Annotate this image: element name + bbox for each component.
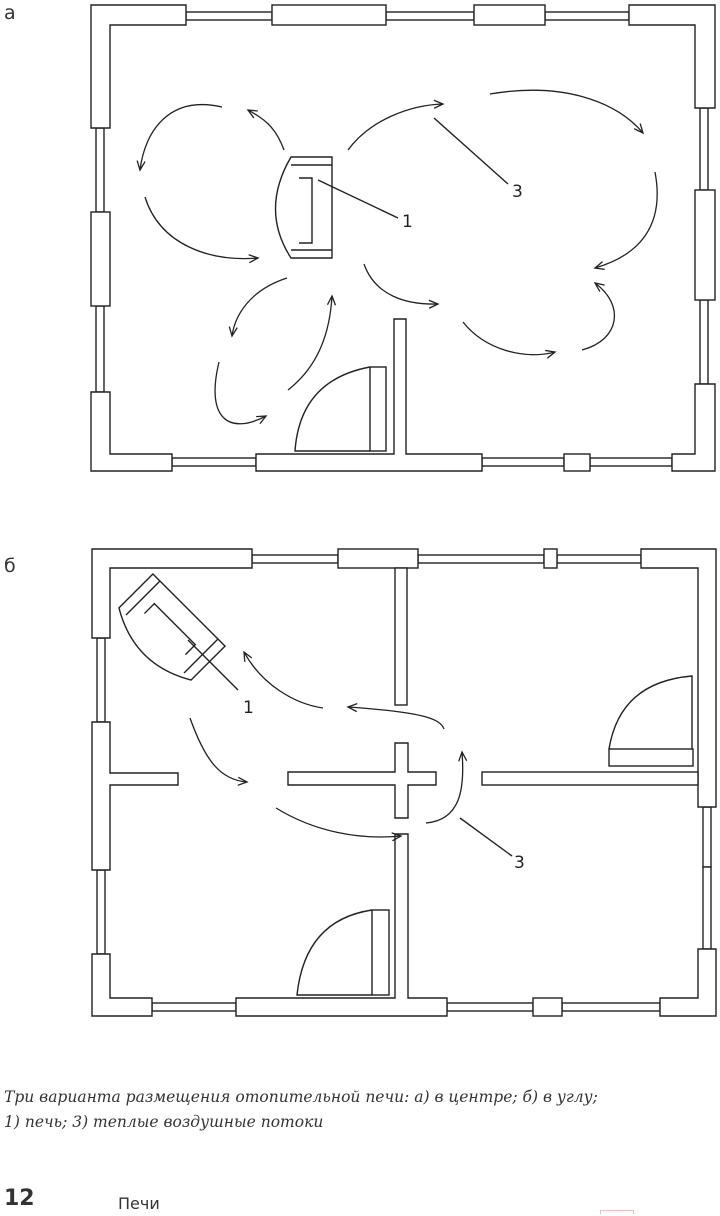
plan-b-stove [118, 572, 227, 681]
plan-b: 1 3 [91, 548, 717, 1017]
plan-a-door [294, 366, 387, 452]
plan-a-callout-stove: 1 [402, 212, 413, 232]
plan-a-leaders [317, 117, 509, 219]
plan-a: 1 3 [90, 4, 716, 472]
print-mark [600, 1210, 634, 1214]
page-number: 12 [4, 1186, 35, 1211]
plan-a-windows [95, 11, 709, 467]
plan-b-walls [91, 548, 717, 1017]
plan-a-airflow-arrows [136, 89, 658, 425]
plan-b-windows [96, 554, 712, 1012]
plan-a-stove [274, 156, 333, 259]
plan-b-doors [296, 675, 694, 996]
caption-line-2: 1) печь; 3) теплые воздушные потоки [4, 1113, 324, 1131]
plan-a-walls [90, 4, 716, 472]
plan-b-airflow-arrows [189, 650, 468, 842]
plan-b-callout-stove: 1 [243, 698, 254, 718]
figure-caption: Три варианта размещения отопительной печ… [4, 1085, 704, 1135]
running-footer-title: Печи [118, 1194, 160, 1213]
plan-b-leaders [187, 639, 513, 857]
plan-b-callout-airflow: 3 [514, 853, 525, 873]
caption-line-1: Три варианта размещения отопительной печ… [4, 1088, 598, 1106]
figure-label-b: б [4, 555, 16, 577]
plan-a-callout-airflow: 3 [512, 182, 523, 202]
figure-label-a: а [4, 2, 16, 24]
